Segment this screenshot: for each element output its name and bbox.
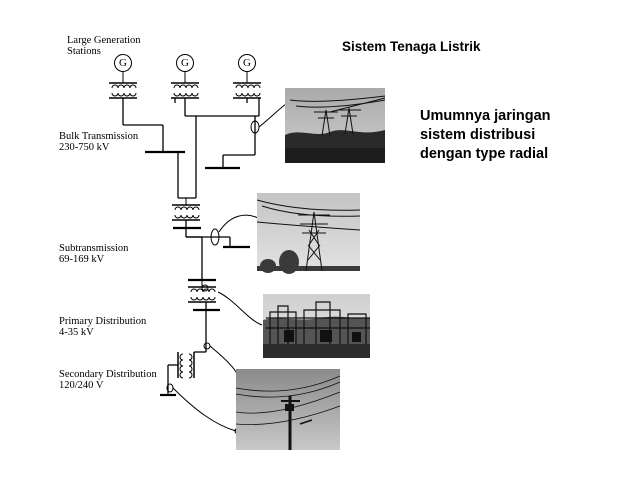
generator-2-label: G bbox=[181, 57, 189, 69]
label-subtransmission: Subtransmission bbox=[59, 243, 129, 254]
photo-substation bbox=[263, 294, 370, 358]
transformer-gen-2 bbox=[171, 82, 199, 99]
transformer-secondary bbox=[177, 352, 195, 379]
side-text-line-2: sistem distribusi bbox=[420, 127, 536, 143]
label-secondary-distribution: Secondary Distribution bbox=[59, 369, 157, 380]
transformer-subtransmission bbox=[172, 198, 200, 221]
label-bulk-transmission-voltage: 230-750 kV bbox=[59, 142, 110, 153]
slide-title: Sistem Tenaga Listrik bbox=[342, 39, 481, 54]
subtransmission-network bbox=[173, 220, 250, 282]
label-primary-distribution: Primary Distribution bbox=[59, 316, 147, 327]
label-large-generation: Large Generation bbox=[67, 35, 141, 46]
generator-1-label: G bbox=[119, 57, 127, 69]
photo-utility-pole bbox=[235, 369, 341, 450]
generator-1 bbox=[114, 54, 132, 83]
primary-feeder bbox=[193, 302, 220, 353]
label-bulk-transmission: Bulk Transmission bbox=[59, 131, 139, 142]
generator-2 bbox=[176, 54, 194, 83]
generator-3-label: G bbox=[243, 57, 251, 69]
side-text-line-3: dengan type radial bbox=[420, 146, 549, 162]
transformer-gen-1 bbox=[109, 82, 137, 99]
generator-3 bbox=[238, 54, 256, 83]
photo-transmission-towers bbox=[285, 88, 386, 163]
bulk-transmission-bus bbox=[145, 150, 240, 170]
transmission-network bbox=[122, 98, 260, 199]
secondary-service bbox=[160, 364, 178, 397]
label-subtransmission-voltage: 69-169 kV bbox=[59, 254, 105, 265]
label-stations: Stations bbox=[67, 46, 101, 57]
photo-lattice-tower bbox=[256, 193, 361, 274]
label-secondary-distribution-voltage: 120/240 V bbox=[59, 380, 104, 391]
side-text-line-1: Umumnya jaringan bbox=[420, 108, 551, 124]
label-primary-distribution-voltage: 4-35 kV bbox=[59, 327, 94, 338]
transformer-gen-3 bbox=[233, 82, 261, 99]
transformer-primary bbox=[188, 280, 216, 303]
